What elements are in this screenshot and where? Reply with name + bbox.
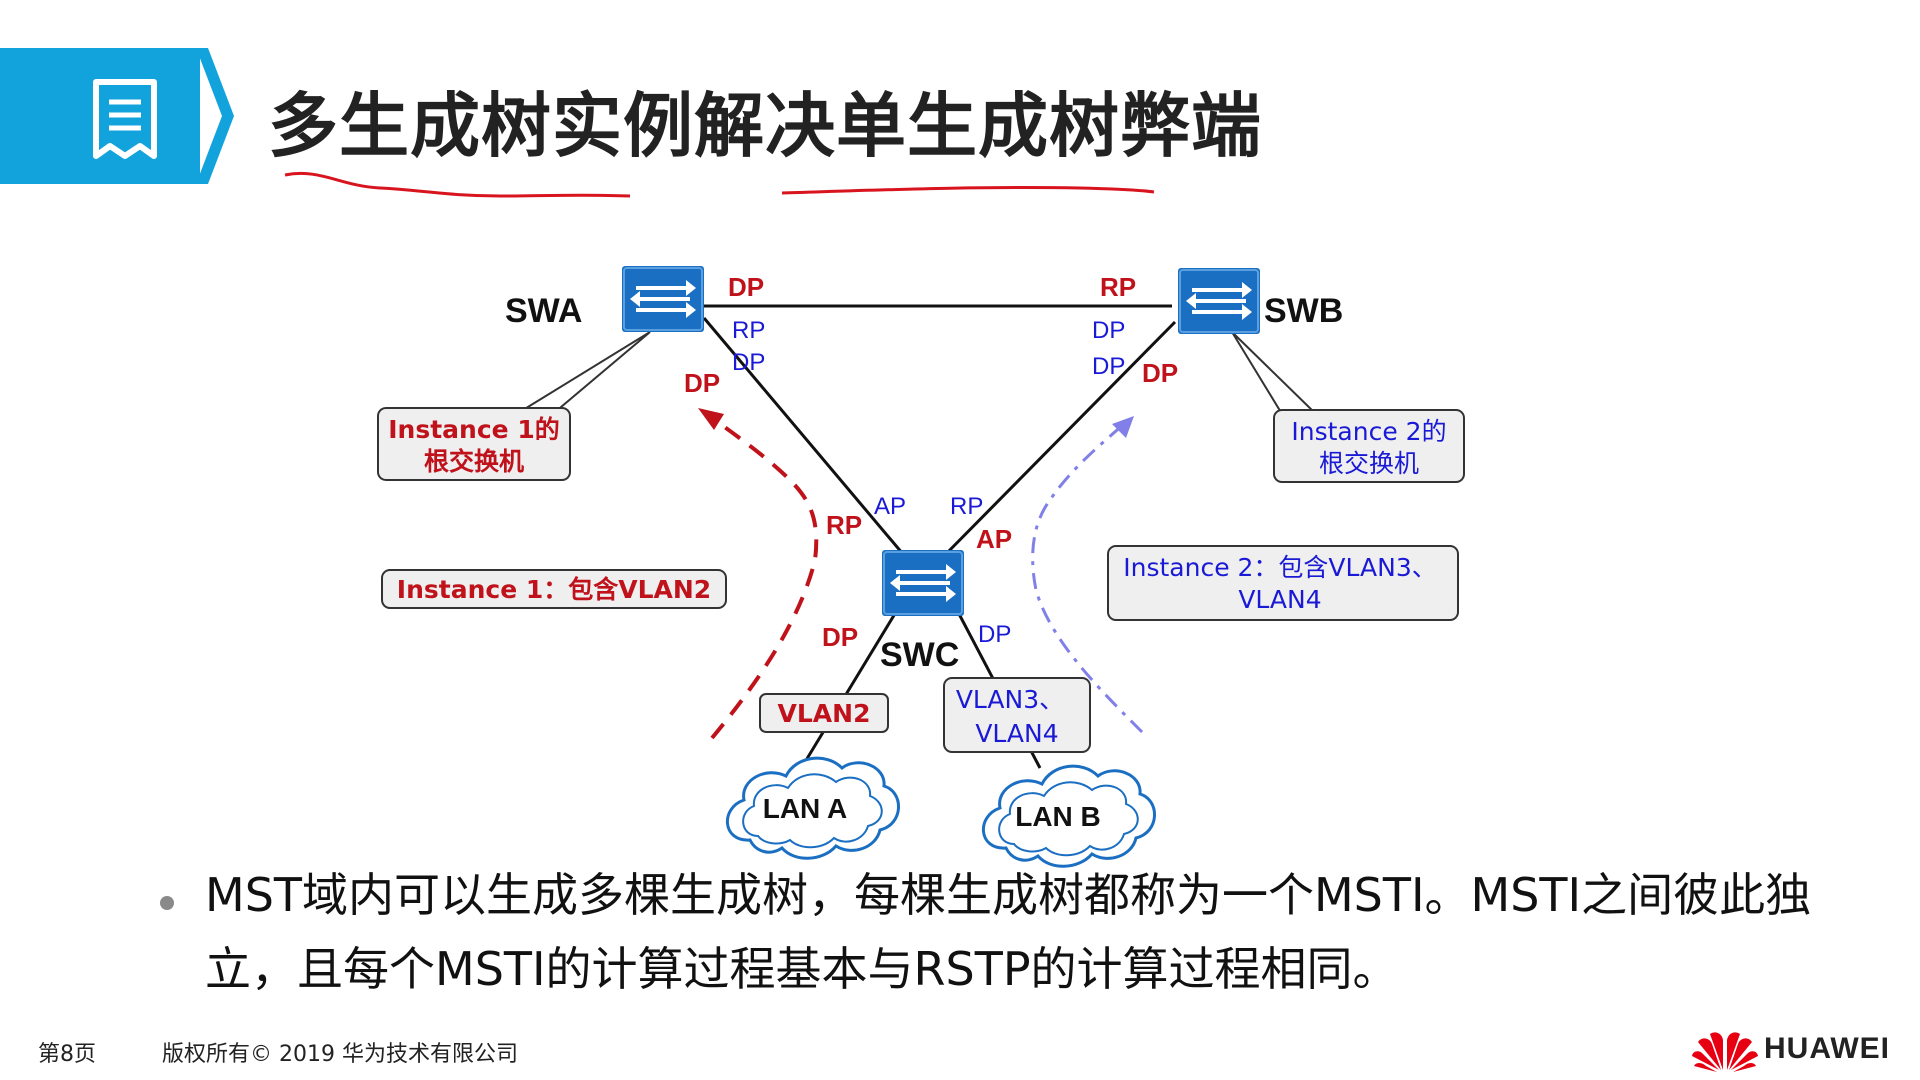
port-role-swc-lanb-inst2: DP [978, 621, 1011, 648]
bullet-dot [160, 896, 174, 910]
port-role-swc-right-inst1: AP [976, 524, 1012, 554]
port-role-swc-left-inst2: AP [874, 493, 906, 520]
lan-a-cloud-icon: LAN A [726, 756, 900, 860]
switch-label-swc: SWC [880, 636, 959, 674]
callout-instance2-vlan: Instance 2：包含VLAN3、 VLAN4 [1107, 545, 1459, 621]
svg-text:VLAN2: VLAN2 [778, 699, 871, 728]
lan-b-cloud-icon: LAN B [982, 764, 1156, 868]
switch-swa-icon [622, 266, 704, 332]
copyright-text: 版权所有© 2019 华为技术有限公司 [162, 1042, 518, 1067]
svg-text:VLAN3、: VLAN3、 [956, 685, 1064, 714]
lan-b-label: LAN B [1015, 801, 1101, 832]
port-role-swa-down-inst1: DP [684, 368, 720, 398]
switch-swc-icon [882, 550, 964, 616]
svg-text:VLAN4: VLAN4 [975, 719, 1058, 748]
port-role-swb-down-inst1: DP [1142, 358, 1178, 388]
port-role-swc-right-inst2: RP [950, 493, 983, 520]
callout-pointer-swb [1231, 331, 1319, 415]
link-swc-lana [803, 611, 898, 763]
svg-text:VLAN4: VLAN4 [1238, 585, 1321, 614]
header-chevron-icon [196, 48, 234, 184]
callout-vlan3-vlan4: VLAN3、 VLAN4 [943, 677, 1091, 753]
header-band [0, 48, 200, 184]
port-role-swc-left-inst1: RP [826, 510, 862, 540]
page-number: 第8页 [38, 1042, 96, 1067]
svg-text:Instance 1的: Instance 1的 [388, 415, 559, 444]
lan-a-label: LAN A [763, 793, 848, 824]
switch-swb-icon [1178, 268, 1260, 334]
huawei-logo-icon [1692, 1032, 1758, 1072]
switch-label-swb: SWB [1264, 292, 1343, 330]
instance1-arrowhead-icon [698, 408, 724, 430]
instance2-arrowhead-icon [1112, 416, 1134, 438]
callout-pointer-swa [506, 331, 651, 419]
callout-vlan2: VLAN2 [759, 693, 889, 733]
link-swb-swc [938, 320, 1177, 562]
port-role-swa-right-inst1: DP [728, 272, 764, 302]
callout-instance2-root: Instance 2的 根交换机 [1273, 409, 1465, 483]
huawei-brand-text: HUAWEI [1764, 1032, 1890, 1065]
instance1-path-arrow [710, 416, 819, 740]
instance2-path-arrow [1031, 422, 1144, 734]
svg-text:根交换机: 根交换机 [1319, 449, 1419, 478]
callout-instance1-root: Instance 1的 根交换机 [377, 407, 571, 481]
link-swa-swc [702, 317, 910, 561]
svg-text:Instance 2：包含VLAN3、: Instance 2：包含VLAN3、 [1123, 553, 1437, 582]
switch-label-swa: SWA [505, 292, 582, 330]
callout-instance1-vlan: Instance 1：包含VLAN2 [381, 569, 727, 609]
svg-text:Instance 1：包含VLAN2: Instance 1：包含VLAN2 [397, 575, 711, 604]
port-role-swa-down-inst2: DP [732, 349, 765, 376]
svg-text:Instance 2的: Instance 2的 [1291, 417, 1446, 446]
port-role-swb-left-inst2: DP [1092, 317, 1125, 344]
port-role-swa-right-inst2: RP [732, 317, 765, 344]
page-title: 多生成树实例解决单生成树弊端 [268, 85, 1262, 167]
document-icon [93, 79, 157, 159]
port-role-swb-left-inst1: RP [1100, 272, 1136, 302]
port-role-swb-down-inst2: DP [1092, 353, 1125, 380]
bullet-text: MST域内可以生成多棵生成树，每棵生成树都称为一个MSTI。MSTI之间彼此独立… [205, 868, 1812, 996]
port-role-swc-lana-inst1: DP [822, 622, 858, 652]
svg-text:根交换机: 根交换机 [424, 447, 524, 476]
